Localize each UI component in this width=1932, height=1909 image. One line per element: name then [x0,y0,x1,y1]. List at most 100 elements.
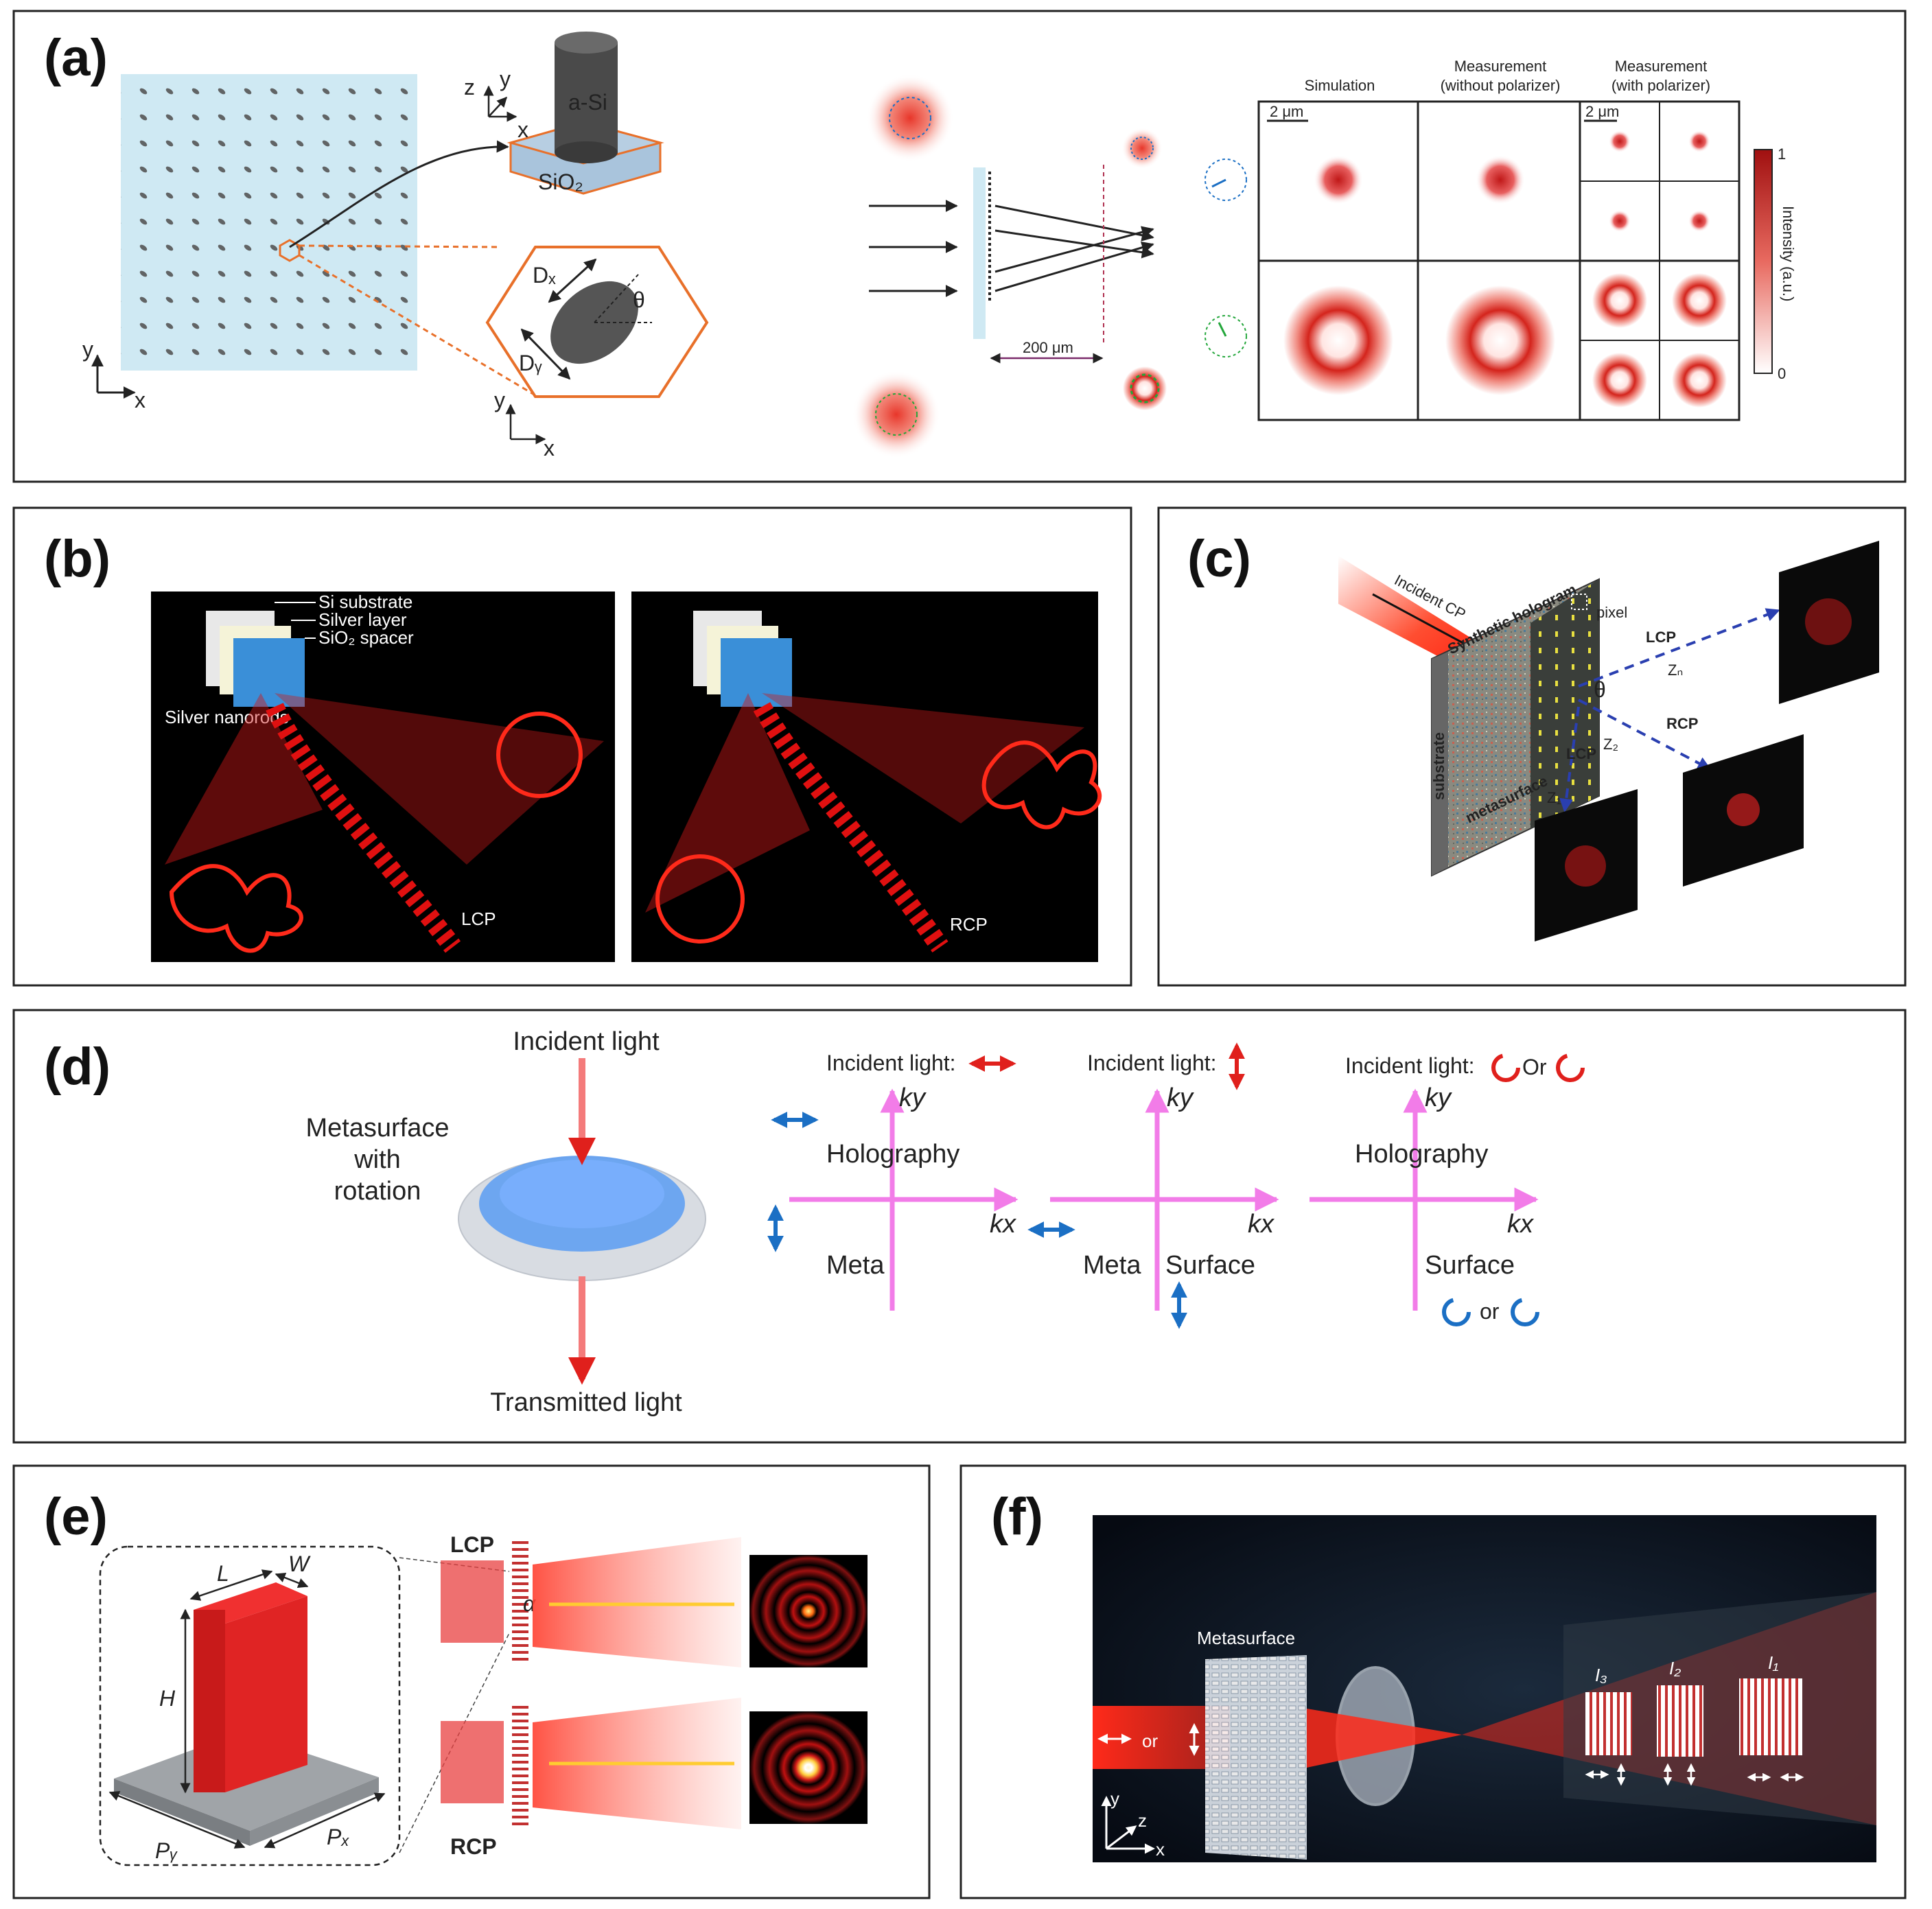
cp-icon-blue-2 [1511,1298,1539,1326]
dy-label: Dᵧ [519,351,542,375]
hex-axis-x: x [544,436,555,460]
axis-y-3d: y [500,67,511,91]
substrate-label-c: substrate [1430,732,1447,800]
meta-label-2: with [353,1145,401,1174]
axis-z: z [464,75,475,99]
panel-c-letter: (c) [1187,530,1251,588]
panel-e-frame [12,1464,931,1899]
panel-e-letter: (e) [44,1488,108,1546]
holography-label-1: Holography [826,1140,959,1169]
panel-d-letter: (d) [44,1038,110,1096]
panel-a-letter: (a) [44,29,108,87]
k-space-1: ky kx Incident light: Holography Meta [767,1051,1019,1311]
axis-y-f: y [1110,1788,1119,1809]
holography-green-label: Holography [1355,1140,1488,1169]
dx-label: Dₓ [533,263,556,288]
kx-label-1: kx [990,1210,1017,1239]
pol-circle-green [1204,315,1247,358]
metasurface-chip-left [233,638,305,707]
a-si-pillar [555,43,618,152]
colorbar-label: Intensity (a.u.) [1780,206,1797,301]
panel-e: (e) L W H Pᵧ Pₓ LCP RCP α [12,1464,931,1899]
axis-x-3d: x [517,117,528,142]
panel-c: (c) Incident CP Synthetic hologram subst… [1157,506,1907,987]
sim-spot [1314,155,1363,204]
z2-label: Z₂ [1603,736,1618,753]
kx-label-3: kx [1507,1210,1535,1239]
incident-light-label: Incident light [513,1027,660,1056]
cp-icon-red-2 [1556,1053,1585,1082]
bessel-profile-rcp [749,1711,868,1824]
colorbar-max: 1 [1778,145,1786,163]
lcp-pulse [441,1560,504,1643]
lcp-label: LCP [461,909,496,929]
cp-icon-red-1 [1491,1053,1520,1082]
layer-si: Si substrate [318,592,412,612]
i1-label: I₁ [1768,1652,1778,1673]
helix-beam-right [753,702,948,952]
panel-d: (d) Incident light Metasurface with rota… [12,1009,1907,1444]
rcp-label-c: RCP [1666,715,1698,732]
panel-b-letter: (b) [44,530,110,588]
meta-label-3: rotation [334,1177,421,1206]
length-label: L [217,1561,229,1586]
scale-bar-2: 2 μm [1585,103,1619,120]
layer-spacer: SiO₂ spacer [318,627,414,648]
height-label: H [159,1686,176,1711]
meta-red-label: Meta [1083,1251,1141,1280]
panel-f-letter: (f) [991,1488,1043,1546]
rcp-pulse [441,1721,504,1803]
image-plane-f [1563,1592,1876,1825]
metasurface-label-f: Metasurface [1197,1628,1295,1648]
metasurface-chip-right [721,638,792,707]
substrate-label: SiO₂ [538,169,583,194]
colorbar-min: 0 [1778,365,1786,382]
focal-ring-bottom [1123,366,1167,410]
metasurface-pixels [1531,579,1599,829]
pixel-label: pixel [1596,604,1627,621]
meas-ring [1445,285,1555,395]
rcp-label: RCP [950,914,988,935]
lcp-label-e: LCP [450,1532,494,1557]
panel-f: (f) or Metasurface I₃ I₂ I₁ y z x [959,1464,1907,1899]
panel-b: (b) Si substrate Silver layer SiO₂ space… [12,506,1132,987]
col-meas1-line1: Measurement [1454,58,1547,75]
scale-bar-1: 2 μm [1270,103,1303,120]
meta-label-1: Metasurface [305,1114,449,1143]
focal-spot-top [1121,128,1163,169]
image-i2 [1657,1685,1703,1757]
width-label: W [288,1551,311,1576]
cp-icon-blue-1 [1442,1298,1471,1326]
i3-label: I₃ [1595,1665,1607,1685]
bee-image-right [655,854,745,944]
lattice-axis-x: x [135,388,146,412]
ky-label-3: ky [1425,1084,1452,1112]
metasurface-bottom [512,1702,528,1825]
panel-a: (a) y x a-Si SiO₂ z y x [12,10,1907,483]
px-label: Pₓ [327,1825,350,1849]
surface-blue-label: Surface [1165,1251,1255,1280]
panel-d-frame [12,1009,1907,1444]
flower-image-left [169,864,303,953]
helix-beam-left [266,703,461,953]
col-meas1-line2: (without polarizer) [1441,77,1561,94]
ky-label-1: ky [899,1084,927,1112]
incident-label-1: Incident light: [826,1051,956,1075]
hex-axis-y: y [494,388,505,412]
transmitted-light-label: Transmitted light [490,1388,682,1417]
distance-label: 200 μm [1023,339,1073,356]
incident-label-2: Incident light: [1087,1051,1217,1075]
col-meas2-line1: Measurement [1615,58,1708,75]
incident-label-3: Incident light: [1345,1053,1475,1078]
lcp-label-c1: LCP [1646,629,1676,646]
zn-label: Zₙ [1668,661,1683,679]
pillar-label: a-Si [568,90,607,115]
bessel-profile-lcp [749,1555,868,1667]
z1-label: Z₁ [1547,789,1561,806]
input-beam-top [866,74,954,162]
k-space-3: ky kx Incident light: Or Holography Surf… [1310,1053,1585,1326]
col-meas2-line2: (with polarizer) [1611,77,1710,94]
meas-spot [1476,155,1525,204]
theta-label: θ [633,288,645,312]
meta-blue-label: Meta [826,1251,885,1280]
